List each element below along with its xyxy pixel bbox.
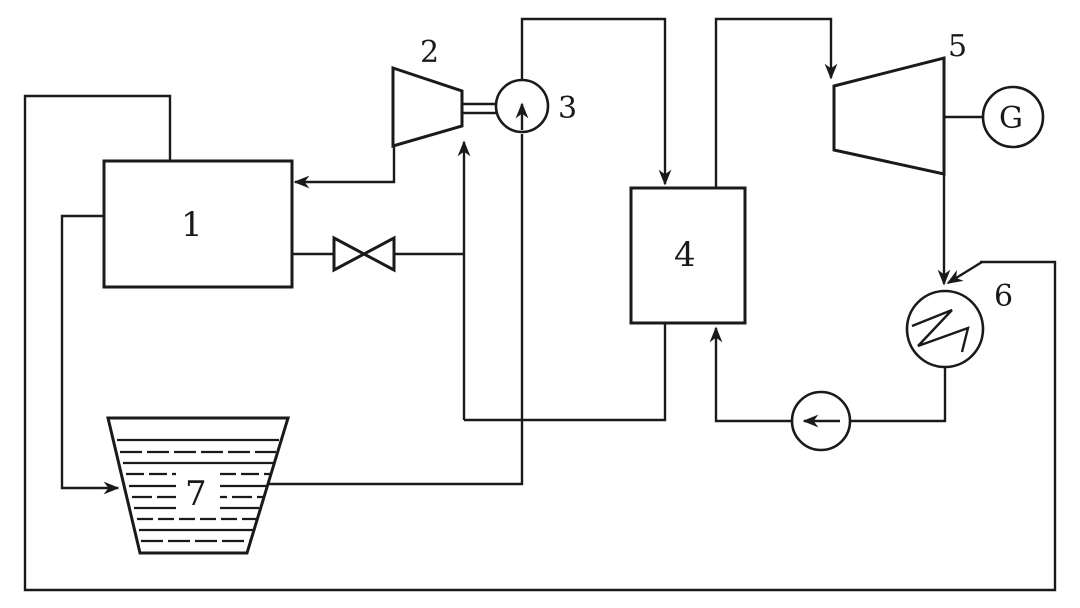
- pump-to-box4-pipe: [520, 17, 672, 186]
- label-tank-7: 7: [185, 474, 207, 514]
- tank-7: [106, 416, 291, 555]
- compressor-2: [391, 65, 464, 148]
- label-turbine-5: 5: [948, 29, 967, 64]
- box4-bottom-pipe: [464, 323, 667, 422]
- condenser-inlet-arrow: [946, 260, 983, 285]
- component-box-1: [102, 159, 294, 289]
- condenser-6: [905, 289, 985, 369]
- label-condenser-6: 6: [994, 279, 1013, 314]
- label-pump-3: 3: [558, 91, 577, 126]
- tank-to-pump-pipe: [262, 134, 524, 486]
- box4-to-turbine-pipe: [714, 17, 838, 188]
- label-box-1: 1: [181, 205, 203, 245]
- label-box-4: 4: [674, 235, 696, 275]
- outer-loop-pipe: [23, 94, 1057, 592]
- turbine-5: [832, 56, 946, 176]
- valve-icon: [332, 235, 396, 273]
- box1-to-tank-pipe: [60, 214, 120, 495]
- pump-to-box4-return-pipe: [709, 326, 792, 423]
- compressor-to-box1-pipe: [293, 146, 396, 189]
- label-compressor-2: 2: [420, 35, 439, 70]
- label-generator: G: [999, 101, 1023, 136]
- condenser-coil: [911, 308, 970, 353]
- component-box-4: [629, 186, 747, 325]
- condenser-outlet-pipe: [851, 367, 947, 423]
- generator-g: [981, 85, 1045, 149]
